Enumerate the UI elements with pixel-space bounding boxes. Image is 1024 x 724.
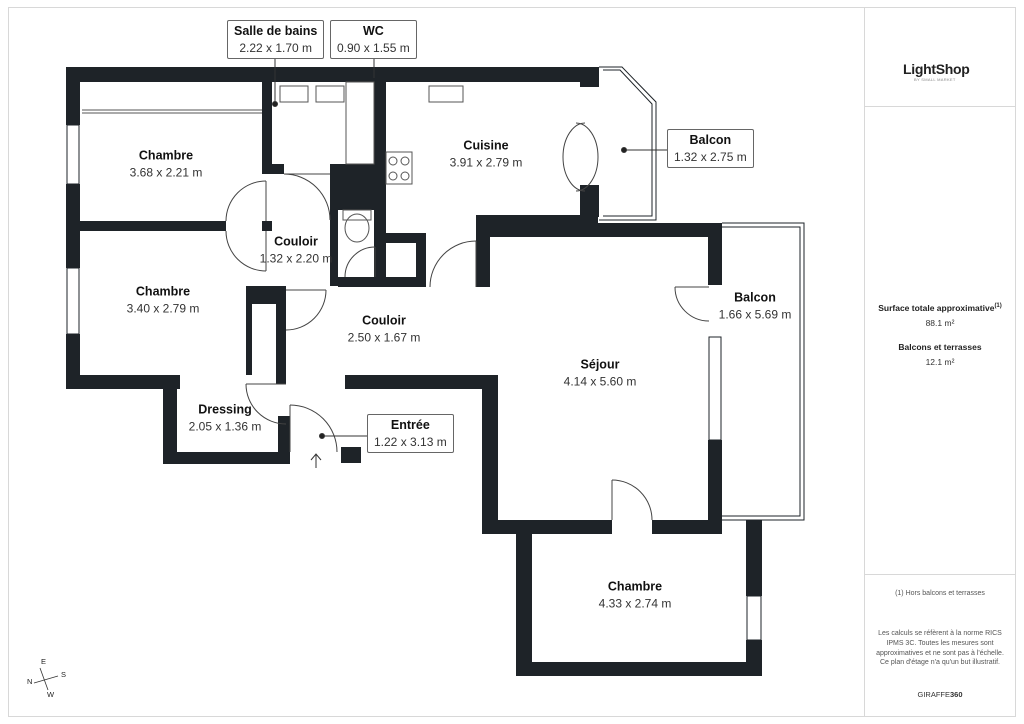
room-name: WC: [362, 24, 384, 38]
room-dimensions: 1.66 x 5.69 m: [718, 307, 792, 322]
disclaimer: Les calculs se réfèrent à la norme RICS …: [876, 630, 1004, 667]
surface-footnote-mark: (1): [994, 303, 1002, 310]
room-dimensions: 4.33 x 2.74 m: [598, 596, 672, 611]
room-name: Dressing: [198, 402, 252, 417]
surface-label: Surface totale approximative: [878, 303, 995, 313]
room-cuisine: Cuisine 3.91 x 2.79 m: [450, 137, 523, 170]
fixtures: [82, 81, 464, 243]
room-chambre-2: Chambre 3.40 x 2.79 m: [127, 283, 200, 316]
room-name: Chambre: [135, 284, 191, 299]
room-name: Salle de bains: [234, 24, 318, 38]
surface-value: 88.1 m²: [925, 318, 955, 328]
page-frame: [8, 7, 1016, 717]
floor-plan: [33, 58, 805, 691]
room-name: Balcon: [689, 133, 732, 147]
brand-light: GIRAFFE: [917, 690, 950, 699]
room-chambre-1: Chambre 3.68 x 2.21 m: [130, 147, 203, 180]
room-balcon-2: Balcon 1.66 x 5.69 m: [719, 289, 792, 322]
room-dimensions: 2.50 x 1.67 m: [347, 330, 421, 345]
room-name: Cuisine: [463, 138, 509, 153]
room-couloir-1: Couloir 1.32 x 2.20 m: [260, 233, 333, 266]
room-name: Couloir: [274, 234, 318, 249]
room-name: Séjour: [580, 357, 620, 372]
compass-icon: [33, 667, 59, 691]
surface-total: Surface totale approximative(1) 88.1 m²: [866, 303, 1014, 328]
room-dimensions: 1.22 x 3.13 m: [374, 434, 447, 449]
balcons-value: 12.1 m²: [925, 357, 955, 367]
room-dimensions: 4.14 x 5.60 m: [563, 374, 637, 389]
balcons-label: Balcons et terrasses: [898, 342, 982, 352]
door-arcs: [225, 122, 710, 521]
callout-leaders: [272, 58, 668, 439]
room-dimensions: 3.40 x 2.79 m: [126, 301, 200, 316]
brand-bold: 360: [950, 690, 963, 699]
room-name: Chambre: [607, 579, 663, 594]
room-couloir-2: Couloir 2.50 x 1.67 m: [348, 312, 421, 345]
room-dimensions: 2.22 x 1.70 m: [239, 40, 313, 55]
compass-w: W: [47, 690, 55, 699]
room-name: Balcon: [734, 290, 776, 305]
balcons-total: Balcons et terrasses 12.1 m²: [866, 342, 1014, 367]
logo-subtext: BY SMALL MARKET: [914, 77, 956, 82]
callout-wc: WC 0.90 x 1.55 m: [330, 20, 417, 60]
room-name: Chambre: [138, 148, 194, 163]
footnote: (1) Hors balcons et terrasses: [895, 590, 985, 597]
balcony-outlines: [599, 66, 805, 521]
compass-n: N: [27, 677, 33, 686]
compass-e: E: [41, 657, 47, 666]
sidebar-divider: [864, 574, 1016, 575]
callout-balcon-1: Balcon 1.32 x 2.75 m: [667, 129, 754, 169]
room-dimensions: 1.32 x 2.20 m: [259, 251, 333, 266]
room-name: Couloir: [362, 313, 406, 328]
room-dimensions: 3.91 x 2.79 m: [449, 155, 523, 170]
room-dimensions: 1.32 x 2.75 m: [674, 149, 747, 164]
callout-entree: Entrée 1.22 x 3.13 m: [367, 414, 454, 454]
room-name: Entrée: [390, 418, 430, 432]
room-dimensions: 2.05 x 1.36 m: [188, 419, 262, 434]
room-dimensions: 3.68 x 2.21 m: [129, 165, 203, 180]
room-dimensions: 0.90 x 1.55 m: [337, 40, 410, 55]
compass-s: S: [61, 670, 67, 679]
walls: [66, 67, 762, 676]
callout-salle-de-bains: Salle de bains 2.22 x 1.70 m: [227, 20, 325, 60]
info-sidebar: [864, 7, 1016, 717]
room-chambre-3: Chambre 4.33 x 2.74 m: [599, 578, 672, 611]
logo-text: LightShop: [903, 61, 970, 77]
entrance-arrow-icon: [310, 453, 322, 468]
room-sejour: Séjour 4.14 x 5.60 m: [564, 356, 637, 389]
brand-giraffe360: GIRAFFE360: [866, 690, 1014, 699]
windows: [66, 81, 762, 641]
room-dressing: Dressing 2.05 x 1.36 m: [189, 401, 262, 434]
sidebar-divider: [864, 106, 1016, 107]
